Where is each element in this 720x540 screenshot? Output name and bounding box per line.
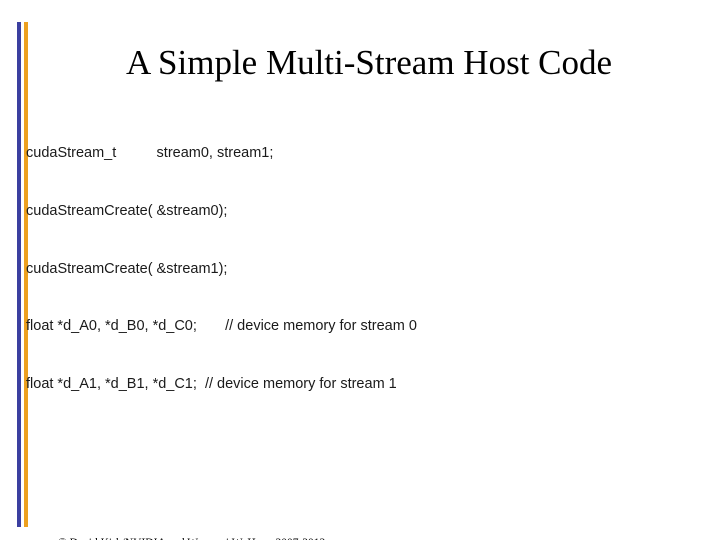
code-spacer-1 <box>26 452 686 471</box>
accent-bar-orange <box>24 22 28 527</box>
footer-copyright: © David Kirk/NVIDIA and Wen-mei W. Hwu, … <box>58 536 393 540</box>
slide-footer: © David Kirk/NVIDIA and Wen-mei W. Hwu, … <box>58 508 393 540</box>
code-line-1: cudaStream_t stream0, stream1; <box>26 145 274 162</box>
code-line-3: cudaStreamCreate( &stream1); <box>26 260 228 277</box>
slide-title: A Simple Multi-Stream Host Code <box>125 43 613 82</box>
code-line-4: float *d_A0, *d_B0, *d_C0; // device mem… <box>26 318 417 335</box>
code-block: cudaStream_t stream0, stream1; cudaStrea… <box>26 106 686 540</box>
accent-bar-blue <box>17 22 21 527</box>
code-line-5: float *d_A1, *d_B1, *d_C1; // device mem… <box>26 375 397 392</box>
code-line-2: cudaStreamCreate( &stream0); <box>26 203 228 220</box>
